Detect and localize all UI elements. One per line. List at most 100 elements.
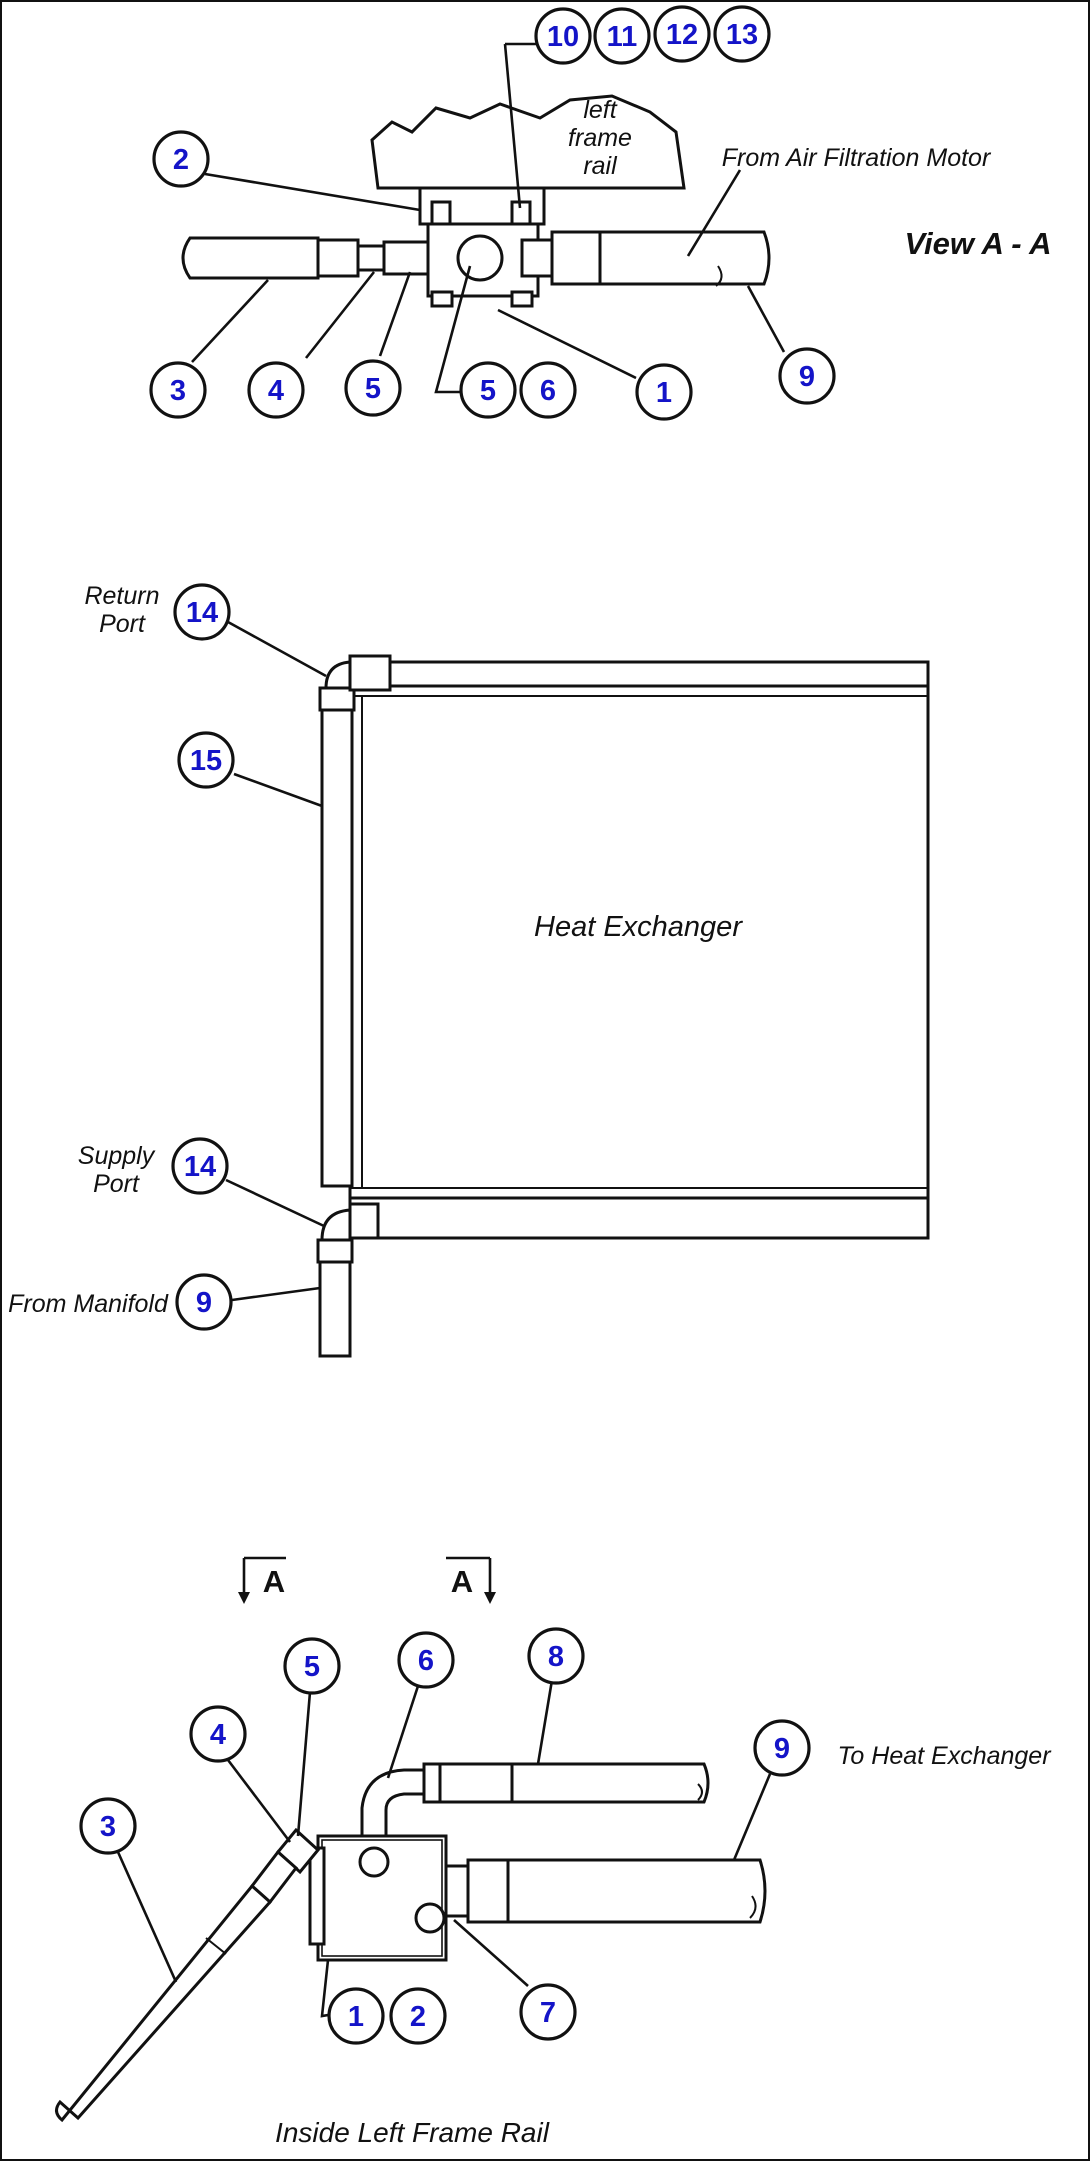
leader-8: [536, 1679, 554, 1765]
return-port-fitting: [348, 654, 392, 692]
callout-7-bottom: 7: [519, 1983, 577, 2041]
callout-12: 12: [653, 5, 711, 63]
callout-5-top-b: 5: [459, 361, 517, 419]
supply-pipe-nut: [316, 1238, 354, 1264]
callout-9-middle: 9: [175, 1273, 233, 1331]
block-side-plate: [308, 1846, 326, 1946]
svg-text:2: 2: [410, 2001, 426, 2033]
leader-1: [497, 308, 637, 380]
callout-13: 13: [713, 5, 771, 63]
right-hose-ferrule: [466, 1858, 510, 1924]
svg-text:5: 5: [304, 1651, 320, 1683]
section-a-marker-right: A: [446, 1556, 496, 1604]
adapter-nut: [356, 244, 386, 272]
callout-10: 10: [534, 7, 592, 65]
svg-text:6: 6: [540, 375, 556, 407]
callout-3-bottom: 3: [79, 1797, 137, 1855]
frame-label-line2: frame: [568, 124, 632, 152]
upper-hose-nut: [422, 1762, 442, 1804]
bottom-tank-bar: [348, 1196, 930, 1240]
svg-text:14: 14: [186, 597, 218, 629]
leader-14-return: [227, 620, 327, 678]
callout-9-top: 9: [778, 347, 836, 405]
port-plug-bottom: [414, 1902, 446, 1934]
svg-text:A: A: [263, 1564, 285, 1599]
callout-15: 15: [177, 731, 235, 789]
return-tube: [320, 708, 354, 1188]
callout-5-bottom: 5: [283, 1637, 341, 1695]
hose-ferrule-left: [316, 238, 360, 278]
upper-hose-8-mark: [697, 1783, 703, 1801]
svg-text:14: 14: [184, 1151, 216, 1183]
callout-1-top: 1: [635, 363, 693, 421]
left-frame-rail-shape: [370, 94, 686, 190]
upper-hose-8: [510, 1762, 710, 1804]
leader-7: [453, 1919, 529, 1987]
leader-5-bottom: [296, 1691, 312, 1837]
bolt-head-left: [430, 200, 452, 228]
right-hose-9-mark: [749, 1895, 757, 1919]
to-heat-exchanger-label: To Heat Exchanger: [837, 1742, 1052, 1770]
hose-right: [598, 230, 771, 286]
leader-3: [191, 279, 269, 363]
view-a-a-section: left frame rail From Air Filtration Moto…: [149, 5, 1052, 421]
callout-3-top: 3: [149, 361, 207, 419]
supply-port-label-line2: Port: [93, 1170, 140, 1198]
hose-ferrule-right: [550, 230, 602, 286]
supply-port-fitting: [348, 1202, 380, 1240]
supply-port-label-line1: Supply: [78, 1142, 156, 1170]
svg-text:3: 3: [170, 375, 186, 407]
leader-6-bottom: [386, 1685, 420, 1779]
left-hose-3: [55, 1883, 273, 2123]
svg-text:2: 2: [173, 144, 189, 176]
inside-left-frame-rail-section: A A To Heat Exchanger Inside Left F: [55, 1556, 1052, 2148]
svg-text:12: 12: [666, 19, 698, 51]
left-hose-band: [205, 1937, 227, 1955]
svg-text:11: 11: [607, 21, 638, 53]
svg-text:5: 5: [365, 373, 381, 405]
hose-left: [181, 236, 320, 280]
svg-text:8: 8: [548, 1641, 564, 1673]
callout-6-bottom: 6: [397, 1631, 455, 1689]
upper-hose-ferrule: [438, 1762, 514, 1804]
hose-right-mark: [715, 265, 723, 287]
adapter-body: [382, 240, 430, 276]
lower-bolt-left: [430, 290, 454, 308]
leader-5a: [378, 271, 412, 357]
callout-14-return: 14: [173, 583, 231, 641]
leader-9-bottom: [732, 1773, 772, 1861]
svg-text:1: 1: [348, 2001, 364, 2033]
view-a-a-title: View A - A: [905, 226, 1052, 261]
return-port-label-line1: Return: [84, 582, 159, 610]
inside-left-frame-rail-title: Inside Left Frame Rail: [275, 2117, 550, 2148]
leader-9-middle: [231, 1286, 321, 1302]
leader-4-bottom: [226, 1759, 292, 1843]
svg-text:10: 10: [547, 21, 579, 53]
callout-1-bottom: 1: [327, 1987, 385, 2045]
leader-10: [503, 43, 522, 209]
right-fitting-nut: [444, 1864, 470, 1918]
from-air-filtration-motor-label: From Air Filtration Motor: [722, 144, 992, 172]
fitting-right-nut: [520, 238, 554, 278]
section-a-marker-left: A: [238, 1556, 286, 1604]
svg-text:3: 3: [100, 1811, 116, 1843]
heat-exchanger-core: [348, 684, 930, 1200]
callout-8-bottom: 8: [527, 1627, 585, 1685]
svg-text:5: 5: [480, 375, 496, 407]
callout-4-bottom: 4: [189, 1705, 247, 1763]
leader-3-bottom: [116, 1851, 178, 1983]
callout-14-supply: 14: [171, 1137, 229, 1195]
svg-text:13: 13: [726, 19, 758, 51]
elbow-fitting: [456, 234, 504, 282]
top-tank-bar: [348, 660, 930, 688]
return-port-label-line2: Port: [99, 610, 146, 638]
callout-6-top: 6: [519, 361, 577, 419]
svg-text:6: 6: [418, 1645, 434, 1677]
svg-text:7: 7: [540, 1997, 556, 2029]
svg-text:15: 15: [190, 745, 222, 777]
svg-text:9: 9: [774, 1733, 790, 1765]
leader-air-motor: [686, 169, 742, 257]
pipe-from-manifold: [318, 1260, 352, 1358]
port-plug-top: [358, 1846, 390, 1878]
